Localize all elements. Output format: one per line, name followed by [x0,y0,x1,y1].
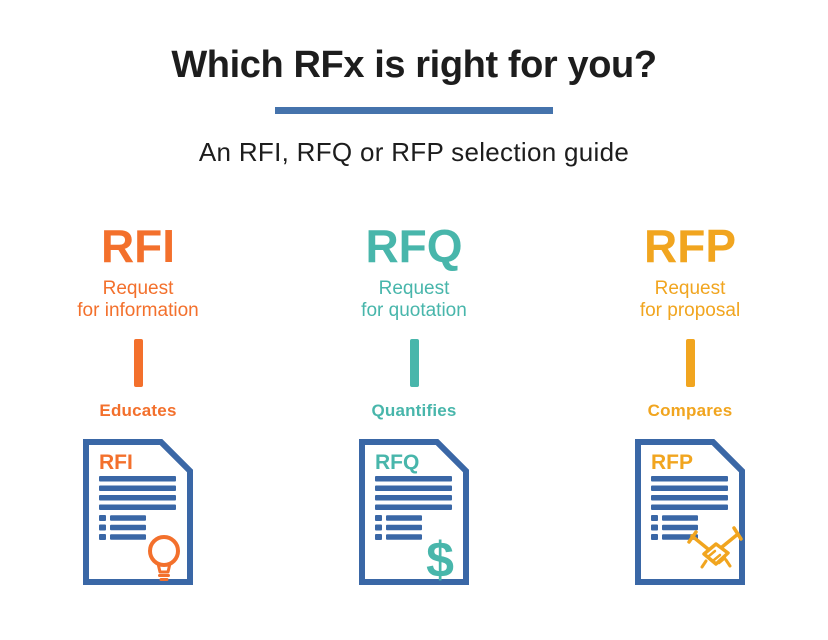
page-title: Which RFx is right for you? [171,44,657,86]
rfq-column: RFQ Request for quotation Quantifies RFQ [276,222,552,588]
lightbulb-icon [148,535,180,582]
rfi-name-line1: Request [102,278,174,300]
dollar-icon: $ [426,532,454,588]
document-text-lines [99,476,176,541]
rfq-full-name: Request for quotation [361,278,467,322]
rfp-verb: Compares [647,401,733,421]
rfp-name-line2: for proposal [639,300,741,322]
handshake-icon [687,526,743,569]
rfq-name-line2: for quotation [361,300,467,322]
rfq-name-line1: Request [378,278,450,300]
rfi-doc-label: RFI [99,451,133,474]
rfq-doc-label: RFQ [375,451,419,474]
rfi-document-icon: RFI [83,439,193,586]
rfp-column: RFP Request for proposal Compares RFP [552,222,828,588]
rfp-acronym: RFP [644,220,736,272]
header: Which RFx is right for you? An RFI, RFQ … [0,0,828,168]
rfx-columns: RFI Request for information Educates RFI [0,222,828,588]
rfq-document-icon: RFQ $ [359,439,469,588]
rfp-name-line1: Request [654,278,726,300]
rfi-name-line2: for information [77,300,199,322]
rfp-doc-label: RFP [651,451,693,474]
rfi-full-name: Request for information [77,278,198,322]
rfi-connector-bar [133,339,143,388]
document-text-lines [651,476,728,541]
rfq-connector-bar [409,339,419,388]
rfi-column: RFI Request for information Educates RFI [0,222,276,588]
title-divider [275,107,553,114]
rfp-full-name: Request for proposal [640,278,740,322]
rfp-connector-bar [685,339,695,388]
rfi-acronym: RFI [100,220,176,272]
rfq-acronym: RFQ [365,220,463,272]
rfp-document-icon: RFP [635,439,745,586]
document-text-lines [375,476,452,541]
page-subtitle: An RFI, RFQ or RFP selection guide [198,137,630,167]
rfi-verb: Educates [99,401,177,421]
rfq-verb: Quantifies [371,401,457,421]
